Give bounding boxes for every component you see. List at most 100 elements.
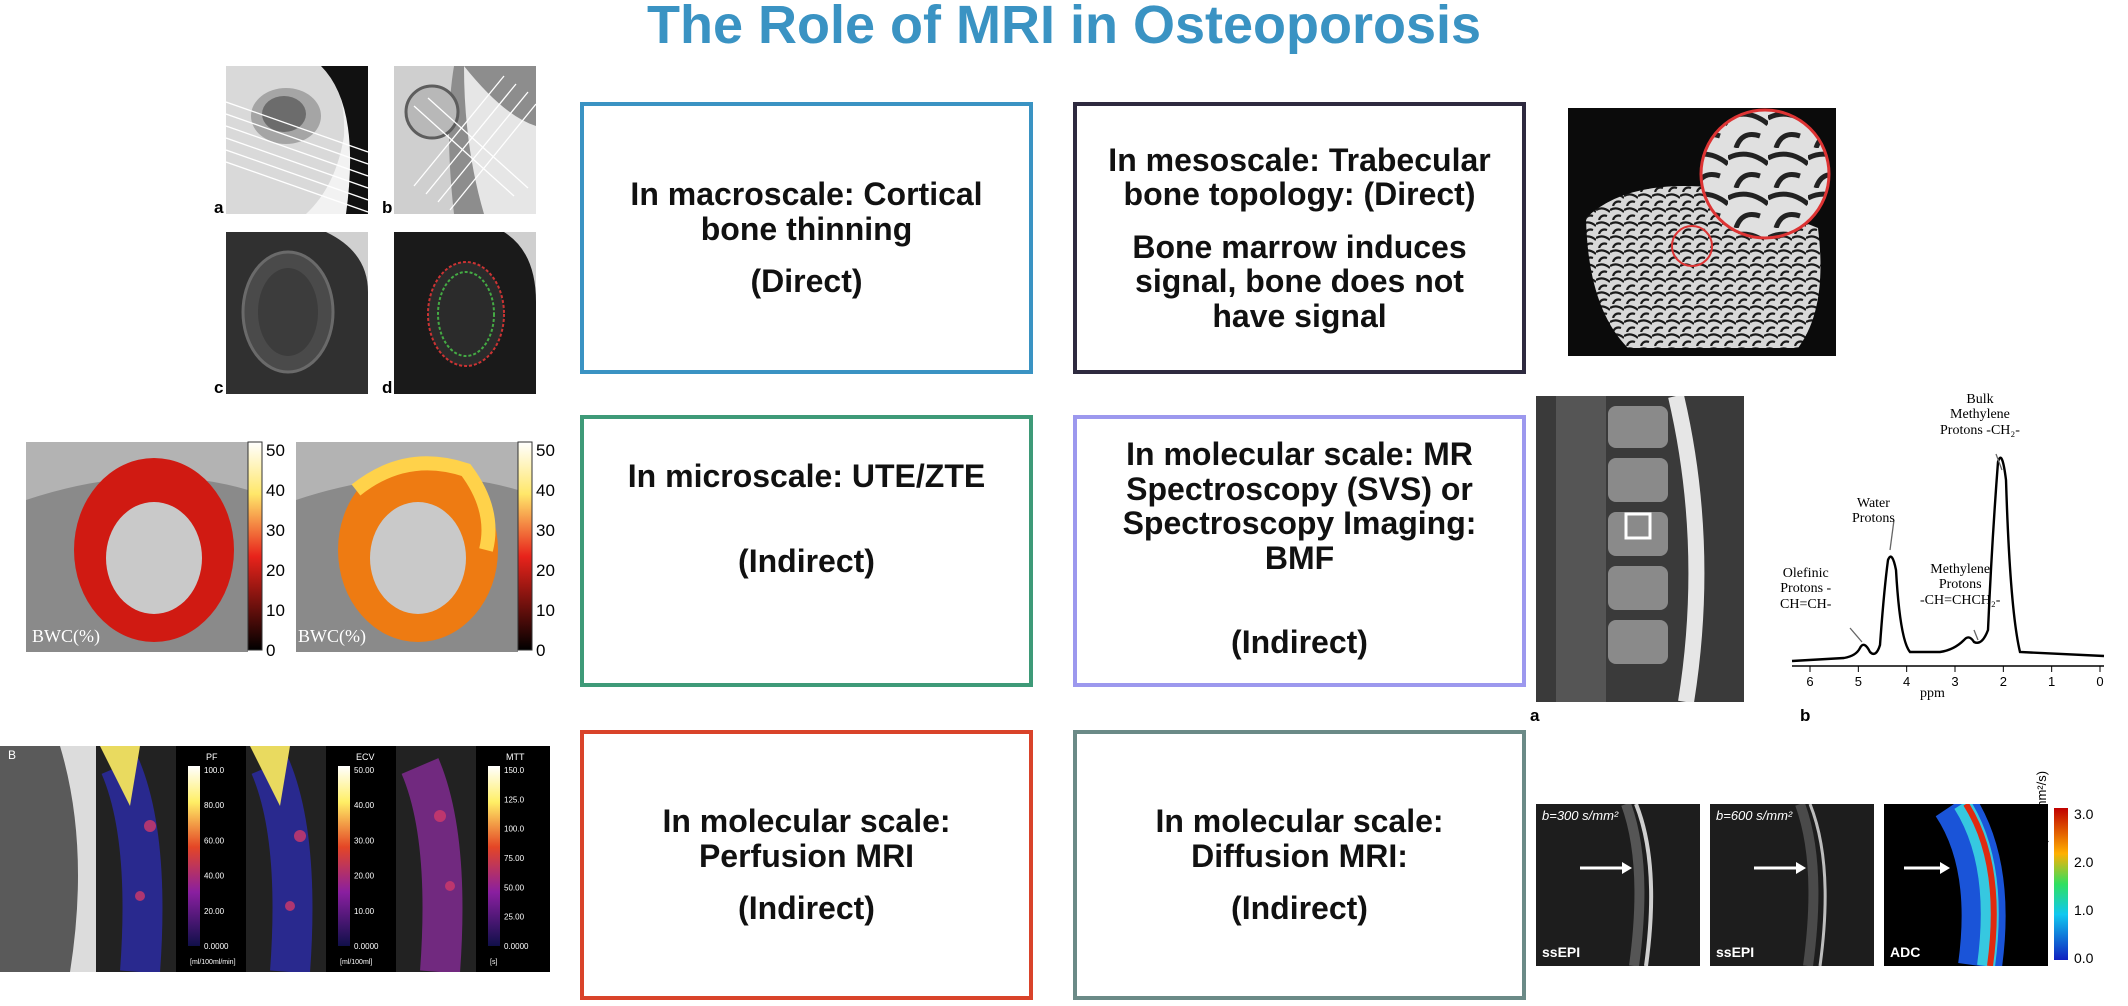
bwc-scale-tick: 30 bbox=[266, 521, 285, 540]
spectrum-tick-label: 2 bbox=[2000, 674, 2007, 689]
bwc-scale-tick: 10 bbox=[266, 601, 285, 620]
perfusion-colorbar bbox=[488, 766, 500, 946]
macroscale-text: In macroscale: Cortical bone thinning bbox=[630, 176, 983, 247]
perfusion-colorbar bbox=[188, 766, 200, 946]
adc-unit-label: ADC (10⁻³ mm²/s) bbox=[2034, 770, 2049, 876]
bwc-scale-tick: 20 bbox=[536, 561, 555, 580]
mesoscale-text: In mesoscale: Trabecular bone topology: … bbox=[1108, 141, 1491, 213]
perfusion-colorbar-tick: 10.00 bbox=[354, 907, 375, 916]
femur-image-b bbox=[394, 66, 536, 214]
perfusion-colorbar-unit: [ml/100ml/min] bbox=[190, 959, 236, 966]
mesoscale-box: In mesoscale: Trabecular bone topology: … bbox=[1073, 102, 1526, 374]
perfusion-colorbar bbox=[338, 766, 350, 946]
perfusion-colorbar-tick: 100.0 bbox=[504, 825, 525, 834]
spectrum-tick-label: 0 bbox=[2096, 674, 2103, 689]
microscale-text: In microscale: UTE/ZTE bbox=[627, 458, 986, 494]
trabecular-bone-image bbox=[1568, 108, 1836, 356]
bwc-label-2: BWC(%) bbox=[298, 626, 366, 646]
microscale-evidence: (Indirect) bbox=[738, 542, 875, 579]
perfusion-colorbar-tick: 20.00 bbox=[204, 907, 225, 916]
perfusion-colorbar-tick: 0.0000 bbox=[204, 942, 229, 951]
adc-scale-tick: 1.0 bbox=[2074, 902, 2094, 918]
bwc-label-1: BWC(%) bbox=[32, 626, 100, 646]
diffusion-b300-label: b=300 s/mm² bbox=[1542, 808, 1619, 823]
diffusion-b600-label: b=600 s/mm² bbox=[1716, 808, 1793, 823]
perfusion-maps: PF 100.0 80.00 60.00 40.00 20.00 0.0000 [ml/100… bbox=[0, 746, 550, 972]
page-title: The Role of MRI in Osteoporosis bbox=[646, 0, 1482, 55]
bwc-scale-tick: 0 bbox=[536, 641, 545, 660]
perfusion-colorbar-tick: 125.0 bbox=[504, 795, 525, 804]
perfusion-box: In molecular scale: Perfusion MRI (Indir… bbox=[580, 730, 1033, 1000]
perfusion-colorbar-name: MTT bbox=[506, 752, 525, 762]
adc-scale-tick: 0.0 bbox=[2074, 950, 2094, 966]
diffusion-image-b300 bbox=[1536, 804, 1700, 966]
bwc-scale-tick: 0 bbox=[266, 641, 275, 660]
perfusion-colorbar-tick: 50.00 bbox=[354, 766, 375, 775]
perfusion-colorbar-tick: 75.00 bbox=[504, 854, 525, 863]
perfusion-text: In molecular scale: Perfusion MRI bbox=[662, 803, 951, 874]
perfusion-panel-label: B bbox=[8, 748, 17, 762]
diffusion-box: In molecular scale: Diffusion MRI: (Indi… bbox=[1073, 730, 1526, 1000]
femur-image-a bbox=[226, 66, 368, 214]
femur-image-c bbox=[226, 232, 368, 394]
spine-panel-label: a bbox=[1530, 706, 1540, 725]
spectrum-annot-bulk: Bulk Methylene Protons -CH₂- bbox=[1940, 392, 2020, 438]
femur-label-b: b bbox=[382, 198, 393, 217]
bwc-scale-tick: 10 bbox=[536, 601, 555, 620]
spectrum-annot-water: Water Protons bbox=[1852, 496, 1895, 527]
diffusion-text: In molecular scale: Diffusion MRI: bbox=[1155, 803, 1444, 874]
mesoscale-note: Bone marrow induces signal, bone does no… bbox=[1132, 228, 1467, 334]
perfusion-colorbar-tick: 20.00 bbox=[354, 872, 375, 881]
diffusion-ssepi-label-2: ssEPI bbox=[1716, 944, 1755, 960]
perfusion-colorbar-unit: [ml/100ml] bbox=[340, 959, 372, 966]
spine-sagittal-image bbox=[1536, 396, 1744, 702]
spectrum-axis-label: ppm bbox=[1920, 686, 1945, 701]
perfusion-evidence: (Indirect) bbox=[738, 890, 875, 927]
perfusion-colorbar-name: PF bbox=[206, 752, 218, 762]
spectrum-tick-label: 5 bbox=[1855, 674, 1862, 689]
diffusion-image-adc: 3.0 2.0 1.0 0.0 bbox=[1884, 804, 2094, 966]
diffusion-ssepi-label-1: ssEPI bbox=[1542, 944, 1581, 960]
perfusion-colorbar-tick: 80.00 bbox=[204, 801, 225, 810]
spectrum-annot-olefinic: Olefinic Protons - CH=CH- bbox=[1780, 566, 1832, 612]
perfusion-colorbar-tick: 50.00 bbox=[504, 883, 525, 892]
spectrum-tick-label: 6 bbox=[1806, 674, 1813, 689]
perfusion-colorbar-tick: 40.00 bbox=[204, 872, 225, 881]
perfusion-colorbar-tick: 0.0000 bbox=[504, 942, 529, 951]
perfusion-colorbar-tick: 25.00 bbox=[504, 913, 525, 922]
femur-label-d: d bbox=[382, 378, 393, 397]
macroscale-box: In macroscale: Cortical bone thinning (D… bbox=[580, 102, 1033, 374]
spectroscopy-evidence: (Indirect) bbox=[1231, 624, 1368, 661]
femur-image-d bbox=[394, 232, 536, 394]
adc-scale-tick: 3.0 bbox=[2074, 806, 2094, 822]
macroscale-evidence: (Direct) bbox=[750, 263, 863, 300]
spectrum-tick-label: 3 bbox=[1951, 674, 1958, 689]
perfusion-colorbar-unit: [s] bbox=[490, 959, 497, 966]
femur-label-c: c bbox=[214, 378, 224, 397]
diffusion-image-b600 bbox=[1710, 804, 1874, 966]
bwc-scale-tick: 20 bbox=[266, 561, 285, 580]
perfusion-colorbar-tick: 60.00 bbox=[204, 836, 225, 845]
microscale-box: In microscale: UTE/ZTE (Indirect) bbox=[580, 415, 1033, 687]
perfusion-colorbar-tick: 30.00 bbox=[354, 836, 375, 845]
spectrum-panel-label: b bbox=[1800, 706, 1811, 725]
bwc-scale-tick: 40 bbox=[536, 481, 555, 500]
bwc-scale-tick: 50 bbox=[536, 441, 555, 460]
diffusion-adc-label: ADC bbox=[1890, 944, 1921, 960]
spectrum-annot-methylene: Methylene Protons -CH=CHCH₂- bbox=[1920, 562, 2001, 608]
perfusion-colorbar-tick: 150.0 bbox=[504, 766, 525, 775]
spectrum-tick-label: 1 bbox=[2048, 674, 2055, 689]
bwc-scale-tick: 50 bbox=[266, 441, 285, 460]
adc-scale-tick: 2.0 bbox=[2074, 854, 2094, 870]
perfusion-colorbar-tick: 0.0000 bbox=[354, 942, 379, 951]
diffusion-evidence: (Indirect) bbox=[1231, 890, 1368, 927]
spectroscopy-box: In molecular scale: MR Spectroscopy (SVS… bbox=[1073, 415, 1526, 687]
perfusion-colorbar-tick: 100.0 bbox=[204, 766, 225, 775]
bwc-scale-tick: 30 bbox=[536, 521, 555, 540]
femur-label-a: a bbox=[214, 198, 224, 217]
spectrum-tick-label: 4 bbox=[1903, 674, 1910, 689]
perfusion-colorbar-tick: 40.00 bbox=[354, 801, 375, 810]
spectroscopy-text: In molecular scale: MR Spectroscopy (SVS… bbox=[1122, 436, 1477, 576]
perfusion-colorbar-name: ECV bbox=[356, 752, 375, 762]
